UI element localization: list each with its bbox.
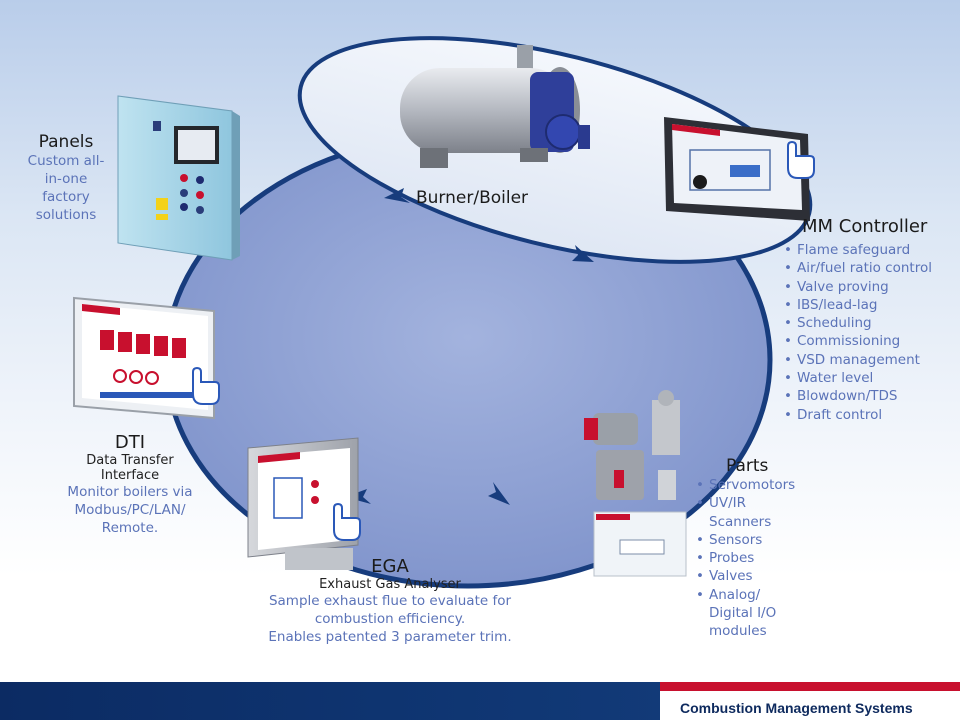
- parts-item: Sensors: [696, 531, 806, 550]
- controller-feature-item: Air/fuel ratio control: [784, 259, 960, 278]
- boiler-illustration: [400, 45, 590, 168]
- dti-desc-line: Remote.: [101, 520, 159, 536]
- ega-desc-line: Sample exhaust flue to evaluate for: [268, 593, 512, 609]
- controller-feature-item: VSD management: [784, 351, 960, 370]
- boiler-title: Burner/Boiler: [416, 188, 529, 208]
- footer-tagline: Combustion Management Systems: [680, 700, 913, 716]
- controller-feature-item: Scheduling: [784, 314, 960, 333]
- controller-feature-item: Commissioning: [784, 332, 960, 351]
- arrow-icon: [488, 482, 510, 505]
- touch-hand-icon: [787, 140, 815, 179]
- brand-stripe: [660, 682, 960, 691]
- parts-list: Servomotors UV/IR Scanners Sensors Probe…: [696, 476, 806, 641]
- ega-subtitle: Exhaust Gas Analyser: [319, 577, 461, 592]
- panels-desc-line: factory: [42, 189, 90, 205]
- panels-illustration: [117, 95, 240, 261]
- controller-feature-item: Flame safeguard: [784, 241, 960, 260]
- controller-feature-item: Water level: [784, 369, 960, 388]
- ega-desc-line: combustion efficiency.: [314, 611, 466, 627]
- controller-feature-list: Flame safeguard Air/fuel ratio control V…: [784, 241, 960, 424]
- dti-illustration: [73, 296, 220, 420]
- parts-item: UV/IR Scanners: [696, 494, 806, 531]
- controller-feature-item: Blowdown/TDS: [784, 387, 960, 406]
- panels-title: Panels: [38, 132, 94, 152]
- dti-label: DTI Data Transfer Interface Monitor boil…: [60, 432, 200, 537]
- panels-label: Panels Custom all- in-one factory soluti…: [22, 132, 110, 224]
- parts-item: Analog/ Digital I/O modules: [696, 586, 806, 641]
- parts-illustration: [584, 390, 687, 577]
- dti-subtitle-line: Data Transfer: [86, 453, 174, 468]
- parts-item: Probes: [696, 549, 806, 568]
- parts-item: Valves: [696, 567, 806, 586]
- controller-feature-item: IBS/lead-lag: [784, 296, 960, 315]
- dti-desc-line: Modbus/PC/LAN/: [74, 502, 186, 518]
- parts-title: Parts: [726, 456, 769, 476]
- parts-label: Parts Servomotors UV/IR Scanners Sensors…: [696, 456, 806, 641]
- panels-desc-line: in-one: [44, 171, 88, 187]
- panels-desc-line: solutions: [35, 207, 97, 223]
- brand-box: Combustion Management Systems: [660, 682, 960, 720]
- controller-feature-item: Valve proving: [784, 278, 960, 297]
- parts-item: Servomotors: [696, 476, 806, 495]
- controller-title: MM Controller: [802, 216, 928, 237]
- mm-controller-illustration: [664, 117, 815, 221]
- ega-desc-line: Enables patented 3 parameter trim.: [268, 629, 512, 645]
- ega-title: EGA: [371, 556, 409, 577]
- ega-illustration: [247, 437, 361, 570]
- arrow-icon: [572, 245, 594, 262]
- dti-desc-line: Monitor boilers via: [67, 484, 193, 500]
- dti-title: DTI: [114, 432, 146, 453]
- controller-feature-item: Draft control: [784, 406, 960, 425]
- touch-hand-icon: [192, 366, 220, 405]
- panels-desc-line: Custom all-: [27, 153, 105, 169]
- ega-label: EGA Exhaust Gas Analyser Sample exhaust …: [260, 556, 520, 646]
- dti-subtitle-line: Interface: [100, 468, 160, 483]
- touch-hand-icon: [333, 502, 361, 541]
- arrow-icon: [384, 188, 410, 203]
